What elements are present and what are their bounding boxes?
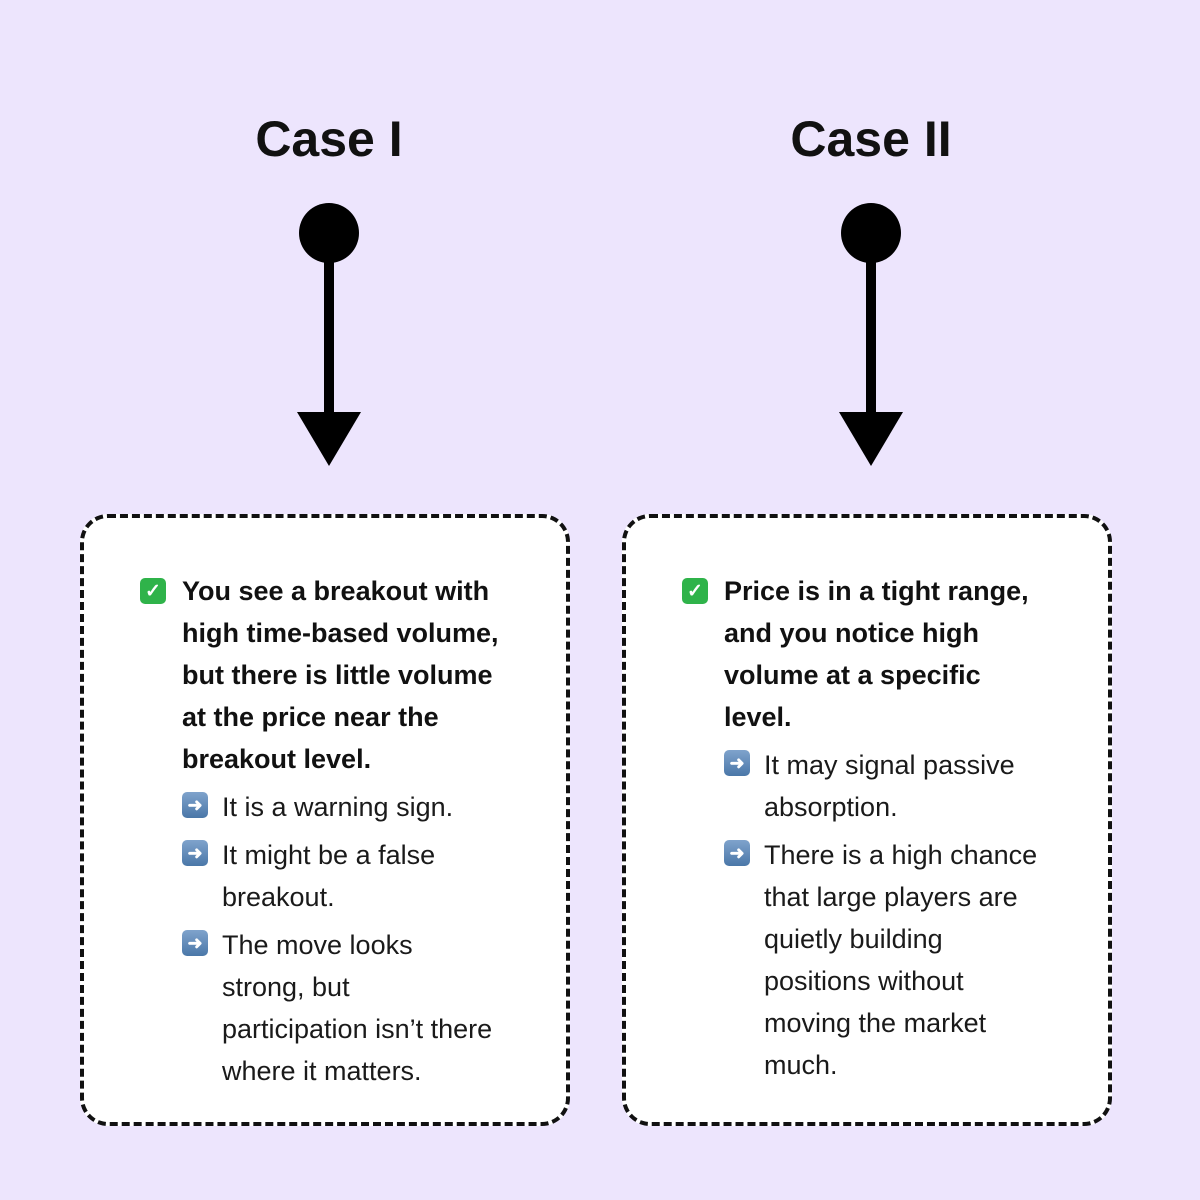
heading-line: and you notice high <box>724 618 979 648</box>
bullet-line: strong, but <box>222 972 350 1002</box>
bullet-line: It may signal passive <box>764 750 1015 780</box>
bullet-line: that large players are <box>764 882 1018 912</box>
case-1-box: ✓ You see a breakout with high time-based … <box>80 514 570 1126</box>
bullet-line: breakout. <box>222 882 335 912</box>
heading-line: breakout level. <box>182 744 372 774</box>
bullet-item: ➜ The move looks strong, but participation … <box>140 924 556 1092</box>
case-2-title: Case II <box>790 111 952 167</box>
heading-line: level. <box>724 702 792 732</box>
right-arrow-icon: ➜ <box>724 750 750 776</box>
bullet-line: absorption. <box>764 792 898 822</box>
bullet-line: The move looks <box>222 930 413 960</box>
down-arrow-icon <box>839 203 903 466</box>
case-1-title: Case I <box>255 111 403 167</box>
heading-line: Price is in a tight range, <box>724 576 1029 606</box>
down-arrow-icon <box>297 203 361 466</box>
heading-line: but there is little volume <box>182 660 493 690</box>
bullet-line: where it matters. <box>222 1056 422 1086</box>
bullet-item: ➜ It may signal passive absorption. <box>682 744 1098 828</box>
heading-line: volume at a specific <box>724 660 981 690</box>
right-arrow-icon: ➜ <box>182 840 208 866</box>
right-arrow-icon: ➜ <box>182 930 208 956</box>
bullet-line: It is a warning sign. <box>222 792 454 822</box>
bullet-line: participation isn’t there <box>222 1014 493 1044</box>
case-heading: ✓ Price is in a tight range, and you notic… <box>682 570 1098 738</box>
heading-line: You see a breakout with <box>182 576 490 606</box>
right-arrow-icon: ➜ <box>724 840 750 866</box>
right-arrow-icon: ➜ <box>182 792 208 818</box>
case-2-box: ✓ Price is in a tight range, and you notic… <box>622 514 1112 1126</box>
heading-line: at the price near the <box>182 702 439 732</box>
heading-line: high time-based volume, <box>182 618 499 648</box>
bullet-line: quietly building <box>764 924 943 954</box>
bullet-line: positions without <box>764 966 964 996</box>
bullet-item: ➜ It might be a false breakout. <box>140 834 556 918</box>
bullet-item: ➜ There is a high chance that large player… <box>682 834 1098 1086</box>
bullet-line: much. <box>764 1050 838 1080</box>
check-mark-button-icon: ✓ <box>140 578 166 604</box>
bullet-line: It might be a false <box>222 840 436 870</box>
bullet-line: There is a high chance <box>764 840 1038 870</box>
case-heading: ✓ You see a breakout with high time-based … <box>140 570 556 780</box>
bullet-item: ➜ It is a warning sign. <box>140 786 556 828</box>
bullet-line: moving the market <box>764 1008 987 1038</box>
check-mark-button-icon: ✓ <box>682 578 708 604</box>
